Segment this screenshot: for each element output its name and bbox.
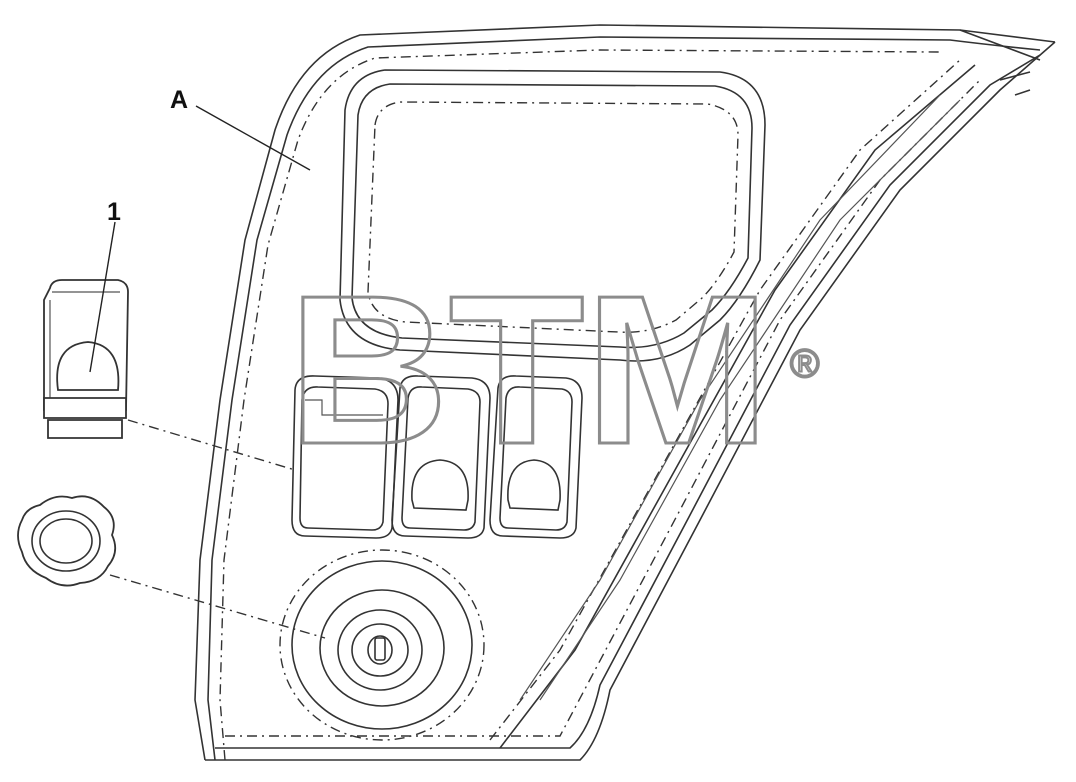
watermark-text: BTM xyxy=(288,251,770,488)
leader-lines xyxy=(89,105,311,373)
rocker-switch-part-1 xyxy=(43,279,129,439)
watermark-registered-mark: ® xyxy=(790,342,819,386)
panel-window-opening xyxy=(339,69,766,362)
callout-label-a: A xyxy=(170,86,188,114)
switch-slot-right xyxy=(489,375,583,539)
switch-slot-left xyxy=(291,375,399,539)
watermark: BTM ® xyxy=(287,250,821,490)
dashboard-panel-outline xyxy=(194,24,1056,761)
assembly-guide-lines xyxy=(109,419,326,639)
knob-part xyxy=(17,495,117,587)
ignition-switch-mount xyxy=(279,549,485,741)
callout-label-1: 1 xyxy=(107,198,121,226)
switch-slot-middle xyxy=(391,375,491,539)
